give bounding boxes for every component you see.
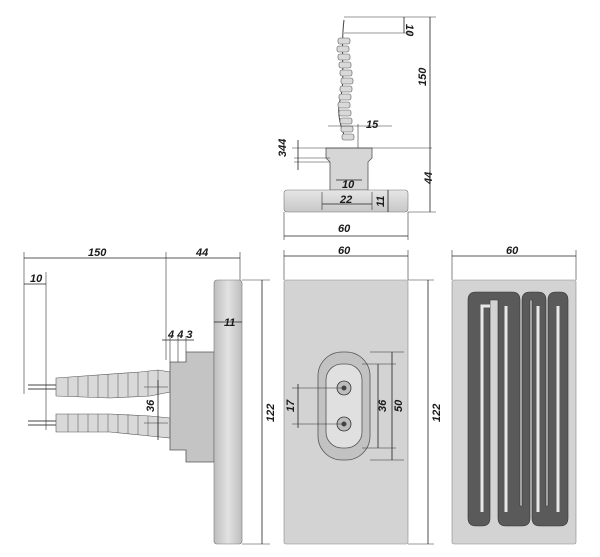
front-dim-pin-spacing: 17	[285, 399, 297, 412]
top-dim-step2: 4	[277, 145, 289, 152]
top-dim-step1: 3	[277, 151, 289, 157]
side-dim-body-depth: 44	[195, 247, 208, 259]
side-dim-step3: 3	[186, 329, 192, 341]
side-dim-plate-thick: 11	[224, 317, 235, 329]
top-wire	[336, 19, 355, 141]
rear-heating-element	[467, 291, 569, 527]
front-view: 60 17 36 50 122	[283, 245, 443, 545]
side-dim-steps: 4 4 3	[167, 329, 193, 341]
rear-dim-width: 60	[506, 245, 519, 257]
top-dim-body-height: 44	[423, 172, 435, 185]
front-dim-socket-outer: 50	[393, 399, 405, 412]
side-socket-body	[169, 351, 215, 463]
side-dim-height: 122	[265, 404, 277, 422]
top-dim-steps: 344	[277, 139, 289, 157]
top-dim-wire-length: 150	[417, 67, 429, 86]
side-wires	[28, 369, 171, 439]
front-dim-height: 122	[431, 404, 443, 422]
top-dim-total-width: 60	[338, 223, 351, 235]
front-dim-width: 60	[338, 245, 351, 257]
front-dim-socket-inner: 36	[377, 399, 389, 412]
side-dim-step1: 4	[167, 329, 174, 341]
top-base-plate	[283, 189, 409, 213]
top-dim-plate-thick: 11	[375, 196, 387, 207]
side-view: 150 44 10 4 4 3 11 36 122	[23, 247, 277, 545]
top-dim-base-width: 22	[339, 194, 352, 206]
rear-view: 60	[451, 245, 577, 545]
top-dim-step3: 4	[277, 139, 289, 146]
top-view: 10 150 15 344 10 22 44 11 60	[277, 16, 436, 240]
side-dim-wire-spacing: 36	[145, 399, 157, 412]
top-dim-neck: 15	[366, 119, 379, 131]
side-dim-wire-tip: 10	[30, 273, 43, 285]
rear-highlight-1	[480, 304, 490, 512]
side-base-plate	[213, 279, 243, 545]
top-dim-boss: 10	[342, 179, 355, 191]
front-socket-inner	[325, 363, 363, 449]
side-dim-step2: 4	[176, 329, 183, 341]
top-dim-wire-tip: 10	[403, 24, 415, 37]
side-dim-wire-length: 150	[88, 247, 107, 259]
